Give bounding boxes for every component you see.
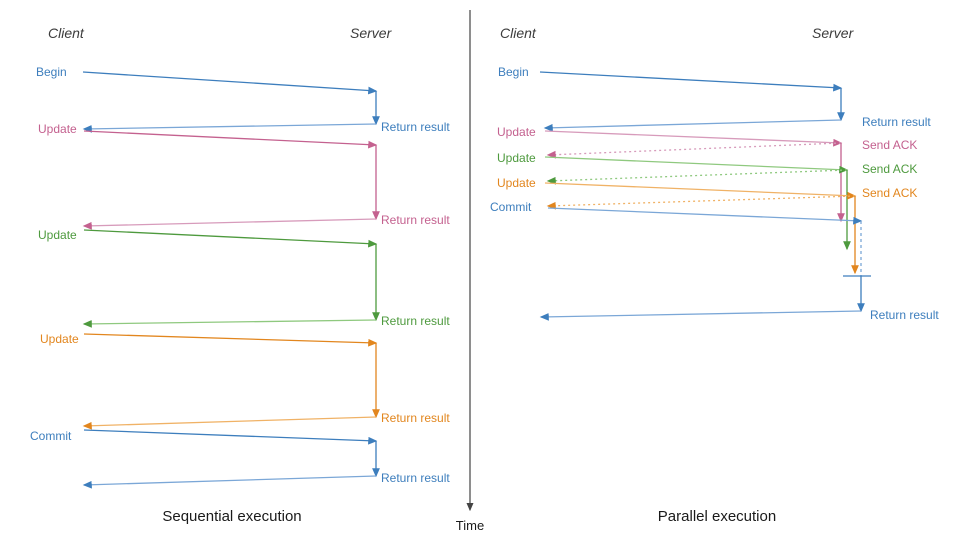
request-arrow-blue <box>83 429 378 445</box>
message-label-update-3: Update <box>40 332 79 346</box>
reply-arrow-blue <box>82 123 377 133</box>
message-label-return-result-0: Return result <box>381 120 450 134</box>
message-label-begin-0: Begin <box>498 65 529 79</box>
message-label-return-result-2: Return result <box>381 314 450 328</box>
sequential-actor-headers: Client Server <box>48 25 393 41</box>
request-arrow-green <box>83 229 378 248</box>
actor-header-server: Server <box>350 25 393 41</box>
message-label-begin-0: Begin <box>36 65 67 79</box>
message-label-update-3: Update <box>497 176 536 190</box>
request-arrow-pink <box>83 130 378 149</box>
parallel-actor-headers: Client Server <box>500 25 855 41</box>
reply-arrow-orange <box>82 416 377 430</box>
message-label-commit-4: Commit <box>490 200 532 214</box>
parallel-message-arrows <box>539 71 871 321</box>
reply-arrow-pink <box>82 218 377 230</box>
message-label-send-ack-3: Send ACK <box>862 186 917 200</box>
time-axis-label: Time <box>456 518 484 533</box>
ack-arrow-orange <box>546 195 856 210</box>
message-label-return-result-4: Return result <box>870 308 939 322</box>
request-arrow-orange <box>83 333 378 347</box>
message-label-update-1: Update <box>38 122 77 136</box>
sequential-caption: Sequential execution <box>162 508 301 525</box>
message-label-update-2: Update <box>497 151 536 165</box>
commit-reply-arrow <box>539 310 862 321</box>
update-send-arrow-green <box>544 156 849 174</box>
message-label-commit-4: Commit <box>30 429 72 443</box>
message-label-send-ack-1: Send ACK <box>862 138 917 152</box>
update-send-arrow-orange <box>544 182 857 200</box>
message-label-update-2: Update <box>38 228 77 242</box>
reply-arrow-green <box>82 319 377 328</box>
actor-header-server: Server <box>812 25 855 41</box>
message-label-return-result-3: Return result <box>381 411 450 425</box>
begin-reply-arrow <box>543 119 842 132</box>
request-arrow-blue <box>82 71 378 95</box>
reply-arrow-blue <box>82 475 377 489</box>
message-label-return-result-0: Return result <box>862 115 931 129</box>
sequential-message-arrows <box>82 71 380 489</box>
actor-header-client: Client <box>48 25 85 41</box>
actor-header-client: Client <box>500 25 537 41</box>
message-label-update-1: Update <box>497 125 536 139</box>
time-axis: Time <box>456 10 484 533</box>
ack-arrow-pink <box>546 142 842 159</box>
message-label-return-result-1: Return result <box>381 213 450 227</box>
commit-request-arrow <box>547 207 863 225</box>
parallel-caption: Parallel execution <box>658 508 776 525</box>
message-label-send-ack-2: Send ACK <box>862 162 917 176</box>
begin-request-arrow <box>539 71 843 92</box>
message-label-return-result-4: Return result <box>381 471 450 485</box>
update-send-arrow-pink <box>544 130 843 147</box>
ack-arrow-green <box>546 169 848 185</box>
